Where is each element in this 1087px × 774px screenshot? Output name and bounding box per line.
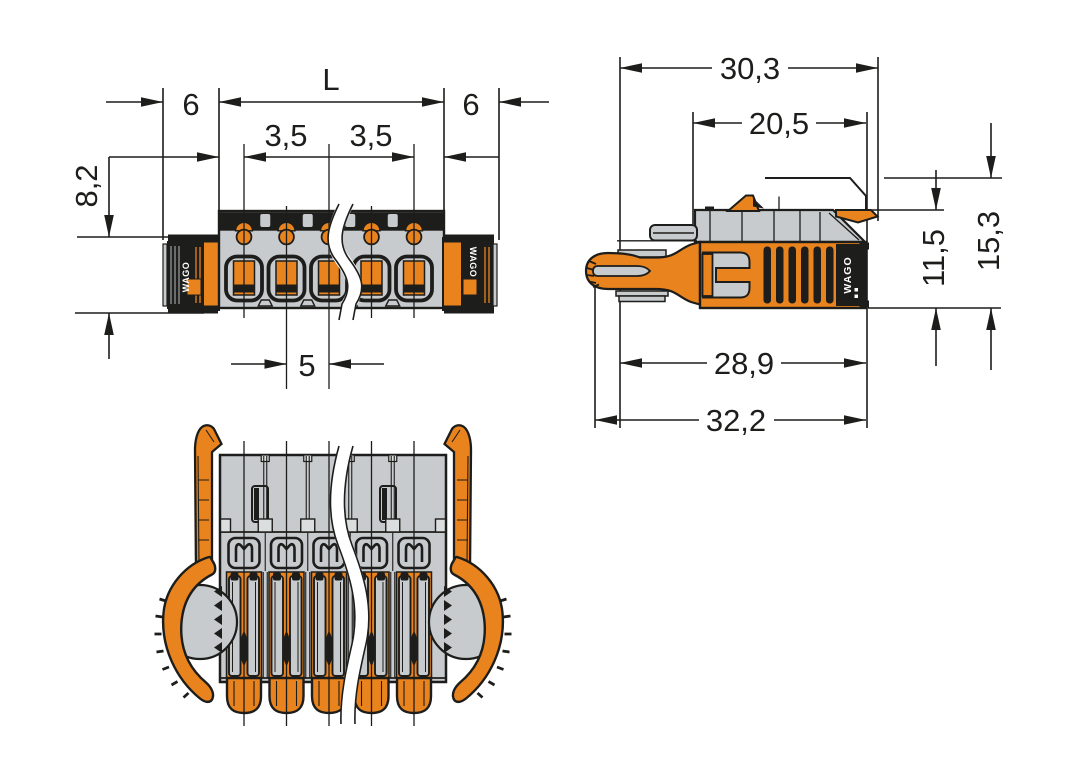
latch-arm [765,177,867,211]
dim-label-total-height: 15,3 [971,211,1006,271]
dim-label-margin-right: 6 [462,87,479,122]
brand-logo-left: WAGO [181,262,191,293]
top-view-centerlines [243,144,415,389]
strain-relief-left [167,241,203,309]
front-view-centerlines [243,441,415,726]
dim-label-height: 8,2 [69,164,104,207]
dim-label-pitch-a: 3,5 [264,118,307,153]
grip-ribs [763,246,834,304]
top-view-body: WAGO WAGO [162,209,498,314]
brand-logo-side: WAGO [842,256,854,293]
keying-slot-1 [251,485,269,523]
dim-label-pitch-b: 3,5 [349,118,392,153]
dim-label-lever-width: 28,9 [714,346,774,381]
dim-label-body-height: 11,5 [916,229,951,287]
dim-label-L: L [322,62,339,97]
keying-slot-2 [379,485,397,523]
latch-ear [835,209,880,224]
dim-label-total-width: 32,2 [706,403,766,438]
dim-label-pin-spacing: 5 [298,348,315,383]
top-view: L 6 6 3,5 3,5 8,2 5 WAGO [69,62,549,389]
front-view [153,423,513,726]
latch-hook [725,194,761,212]
dim-label-margin-left: 6 [182,87,199,122]
side-view-body: WAGO [584,177,880,310]
dim-label-housing-width: 20,5 [749,106,809,141]
brand-logo-right: WAGO [468,247,478,278]
dim-label-overall-width: 30,3 [720,51,780,86]
end-cap-right [442,237,463,311]
side-view: 30,3 20,5 28,9 32,2 11,5 15,3 [584,51,1006,438]
end-cap-left [202,237,220,311]
